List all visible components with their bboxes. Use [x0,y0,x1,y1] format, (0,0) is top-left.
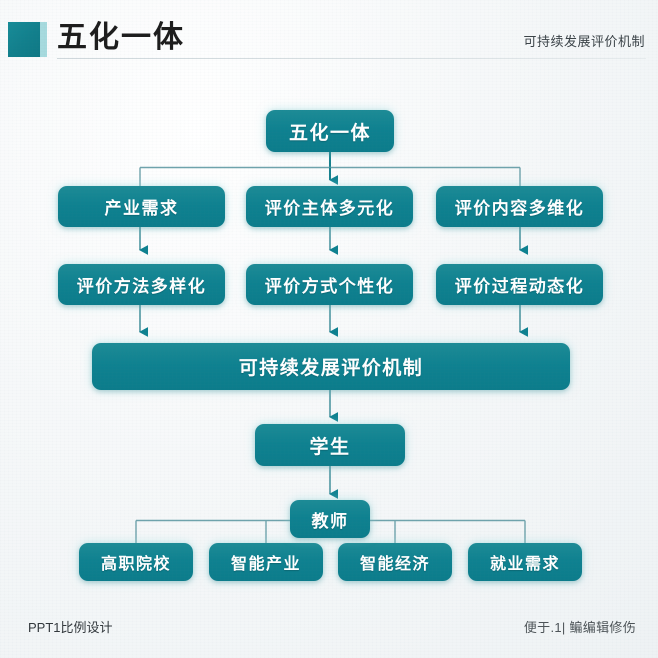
flow-node-label: 可持续发展评价机制 [238,358,424,379]
header-divider [57,58,646,59]
flow-node-label: 教师 [311,511,349,531]
flow-node-evaluation-mode-personalized[interactable]: 评价方式个性化 [246,264,413,305]
flow-node-evaluation-method-diversified[interactable]: 评价方法多样化 [58,264,225,305]
header-subtitle: 可持续发展评价机制 [523,34,645,49]
flow-node-student[interactable]: 学生 [255,424,405,466]
flow-node-evaluation-subject-diversified[interactable]: 评价主体多元化 [246,186,413,227]
flow-node-smart-economy[interactable]: 智能经济 [338,543,452,581]
flow-node-smart-industry[interactable]: 智能产业 [209,543,323,581]
flow-node-label: 产业需求 [104,199,179,218]
flow-node-label: 评价方法多样化 [76,277,207,296]
flow-node-label: 评价过程动态化 [454,277,585,296]
flow-node-label: 智能产业 [230,556,301,573]
flow-node-label: 学生 [309,436,351,458]
flow-node-label: 五化一体 [288,122,371,144]
flow-node-vocational-college[interactable]: 高职院校 [79,543,193,581]
footer-right-text: 便于.1| 鳊编辑修伤 [523,620,636,635]
flow-node-teacher[interactable]: 教师 [290,500,370,538]
flow-node-label: 就业需求 [489,556,560,573]
flow-node-label: 评价内容多维化 [454,199,585,218]
flow-node-wuhua-yiti[interactable]: 五化一体 [266,110,394,152]
slide-header: 五化一体 可持续发展评价机制 [0,0,658,62]
header-accent-square [8,22,40,57]
flow-node-sustainable-evaluation-mechanism[interactable]: 可持续发展评价机制 [92,343,570,390]
flow-node-label: 高职院校 [100,556,171,573]
page-title: 五化一体 [57,21,185,54]
header-accent-square-edge [40,22,47,57]
flow-node-industry-demand[interactable]: 产业需求 [58,186,225,227]
flow-node-evaluation-content-multidimensional[interactable]: 评价内容多维化 [436,186,603,227]
flow-node-label: 评价主体多元化 [264,199,395,218]
footer-left-text: PPT1比例设计 [28,620,113,635]
flow-node-label: 评价方式个性化 [264,277,395,296]
flow-node-evaluation-process-dynamic[interactable]: 评价过程动态化 [436,264,603,305]
flow-node-employment-demand[interactable]: 就业需求 [468,543,582,581]
flow-node-label: 智能经济 [359,556,430,573]
